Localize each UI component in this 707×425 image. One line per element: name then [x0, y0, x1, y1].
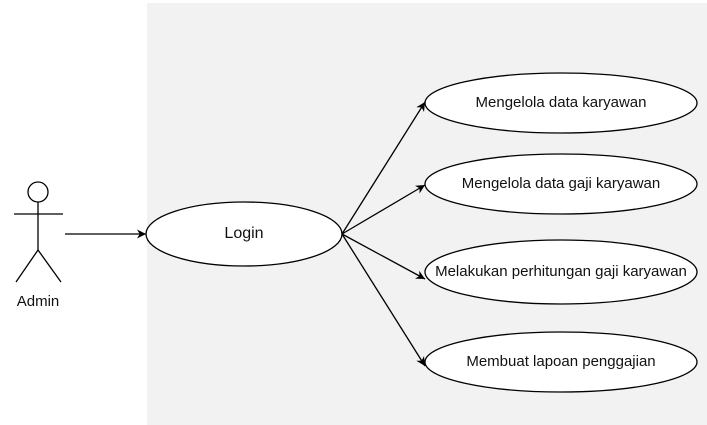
create-payroll-report-label: Membuat lapoan penggajian — [466, 353, 656, 371]
association-login-manage-salary — [341, 184, 426, 235]
manage-employee-data-label: Mengelola data karyawan — [475, 94, 647, 112]
association-login-calculate-salary — [341, 233, 426, 280]
create-payroll-report-use-case[interactable] — [424, 331, 698, 393]
association-login-manage-employee — [341, 101, 426, 235]
calculate-salary-label: Melakukan perhitungan gaji karyawan — [435, 263, 687, 281]
actor-label: Admin — [16, 293, 60, 311]
login-use-case[interactable] — [145, 201, 343, 267]
admin-actor-icon[interactable] — [14, 181, 63, 283]
manage-employee-data-use-case[interactable] — [424, 72, 698, 134]
calculate-salary-use-case[interactable] — [424, 239, 698, 305]
association-login-payroll-report — [341, 233, 426, 367]
login-label: Login — [224, 224, 264, 242]
manage-salary-data-use-case[interactable] — [424, 153, 698, 215]
manage-salary-data-label: Mengelola data gaji karyawan — [461, 175, 661, 193]
